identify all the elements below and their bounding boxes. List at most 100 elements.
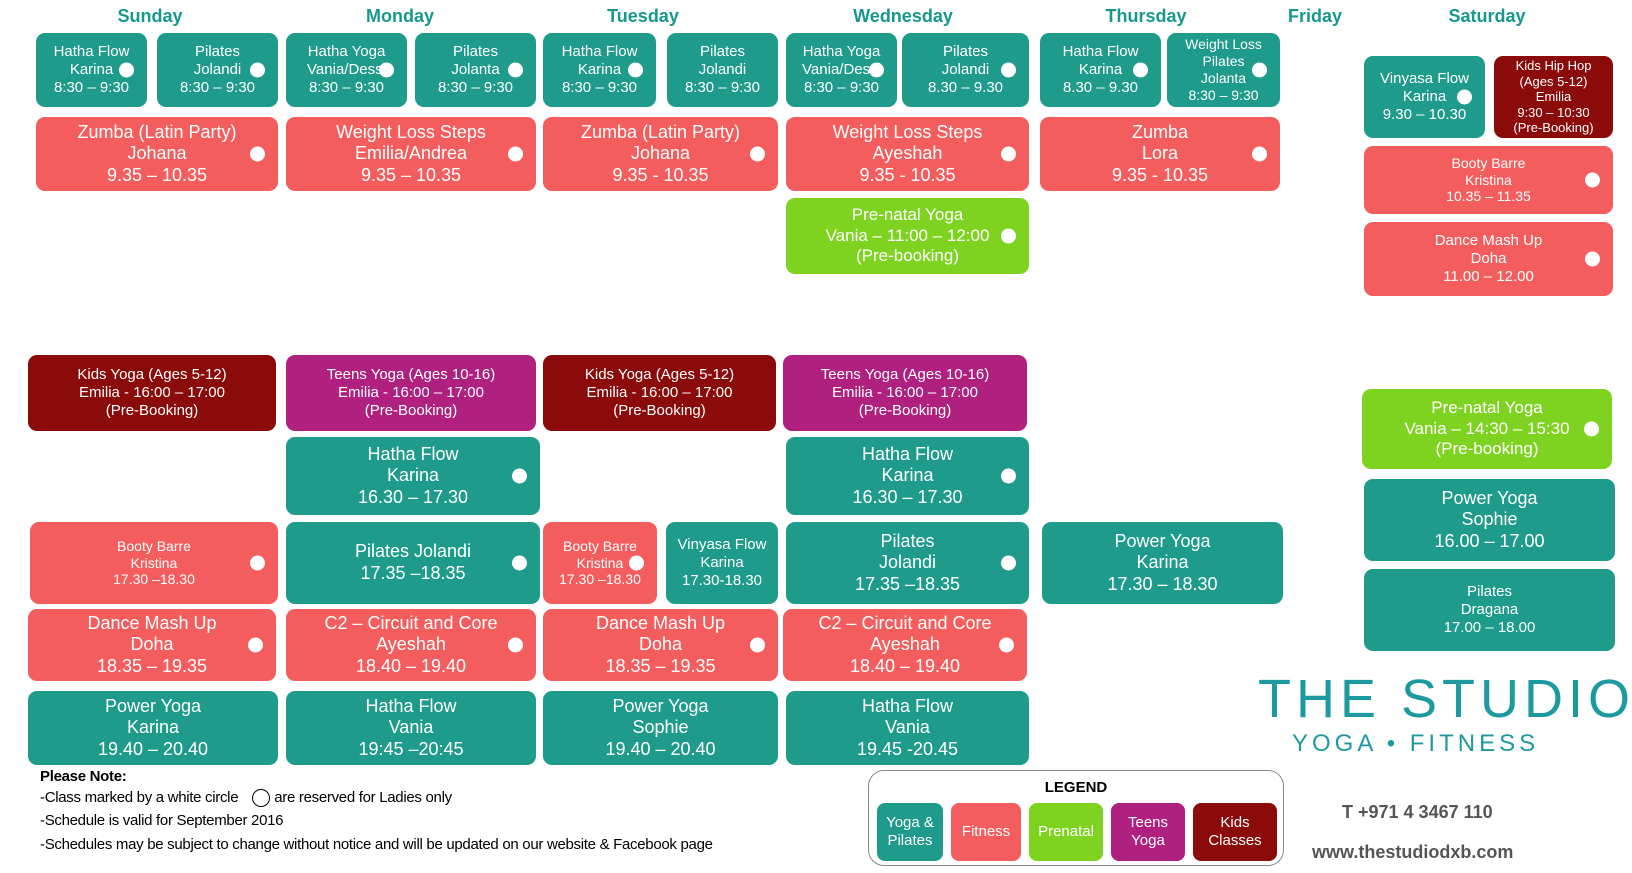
class-card-line: Weight Loss: [1185, 36, 1262, 53]
day-header-saturday: Saturday: [1448, 6, 1526, 26]
class-card-line: 19.40 – 20.40: [605, 738, 716, 759]
class-card-line: 19.40 – 20.40: [97, 738, 209, 759]
ladies-only-circle-icon: [250, 146, 265, 162]
ladies-only-circle-icon: [250, 62, 265, 78]
class-card-line: Kristina: [130, 554, 178, 571]
class-card-line: 9.35 - 10.35: [1111, 164, 1209, 185]
class-card-line: 9.35 - 10.35: [859, 164, 956, 185]
class-card-line: Power Yoga: [612, 695, 709, 716]
class-card-line: Karina: [1402, 88, 1447, 105]
class-card-line: Karina: [1136, 552, 1189, 573]
class-card-line: Ayeshah: [870, 634, 940, 655]
class-card[interactable]: Teens Yoga (Ages 10-16)Emilia - 16:00 – …: [286, 355, 536, 431]
class-card-line: 11.00 – 12.00: [1443, 268, 1534, 285]
class-card-line: C2 – Circuit and Core: [818, 612, 992, 633]
class-card[interactable]: Teens Yoga (Ages 10-16)Emilia - 16:00 – …: [783, 355, 1027, 431]
class-card-line: Jolanta: [1200, 70, 1247, 86]
class-card-line: Hatha Flow: [365, 695, 457, 716]
legend-kids-classes: Kids Classes: [1193, 803, 1277, 861]
class-card-line: Karina: [69, 61, 114, 78]
class-card-line: Jolandi: [193, 61, 242, 78]
ladies-only-circle-icon: [750, 637, 765, 653]
legend-prenatal: Prenatal: [1029, 803, 1103, 861]
class-card-line: Kids Hip Hop: [1515, 58, 1592, 74]
class-card-line: Vania – 11:00 – 12:00: [825, 225, 990, 245]
ladies-only-circle-icon: [1252, 146, 1267, 162]
class-card-line: Hatha Flow: [1062, 43, 1139, 60]
class-card-line: Pilates: [452, 43, 499, 60]
class-card-line: (Pre-Booking): [858, 402, 952, 419]
class-card-line: 19:45 –20:45: [358, 738, 464, 759]
class-card-line: Hatha Yoga: [802, 43, 881, 60]
legend-label: Teens Yoga: [1127, 814, 1169, 849]
class-card-line: Karina: [881, 465, 934, 486]
class-card-line: Power Yoga: [1441, 487, 1538, 508]
class-card-line: Emilia - 16:00 – 17:00: [832, 384, 978, 401]
ladies-only-circle-icon: [119, 62, 134, 78]
class-card-line: 17.30 –18.30: [559, 571, 641, 588]
class-card-line: Weight Loss Steps: [832, 121, 983, 142]
class-card-line: 8:30 – 9:30: [308, 79, 385, 96]
class-card-line: 19.45 -20.45: [856, 738, 959, 759]
class-card-line: Johana: [630, 143, 691, 164]
class-card[interactable]: Kids Yoga (Ages 5-12)Emilia - 16:00 – 17…: [28, 355, 276, 431]
class-card-line: Kids Yoga (Ages 5-12): [584, 366, 735, 383]
class-card-line: Hatha Yoga: [307, 43, 386, 60]
class-card-line: (Pre-Booking): [613, 402, 706, 419]
studio-logo-name: THE STUDIO: [1258, 669, 1632, 729]
phone-number: T +971 4 3467 110: [1342, 802, 1493, 822]
class-card[interactable]: Kids Yoga (Ages 5-12)Emilia - 16:00 – 17…: [543, 355, 776, 431]
ladies-only-circle-icon: [512, 468, 527, 484]
note-ladies-text-b: are reserved for Ladies only: [274, 789, 452, 806]
class-card-line: 9.35 - 10.35: [612, 164, 709, 185]
day-header-monday: Monday: [365, 6, 434, 26]
class-card-line: Karina: [126, 717, 180, 738]
class-card-line: 9.35 – 10.35: [360, 164, 462, 185]
ladies-only-circle-icon: [1133, 62, 1148, 78]
legend-fitness: Fitness: [951, 803, 1021, 861]
note-validity: -Schedule is valid for September 2016: [40, 812, 284, 829]
class-card-line: 18.40 – 19.40: [355, 655, 467, 676]
website-link[interactable]: www.thestudiodxb.com: [1312, 842, 1514, 862]
class-card-line: Vania/Dessi: [802, 61, 881, 78]
